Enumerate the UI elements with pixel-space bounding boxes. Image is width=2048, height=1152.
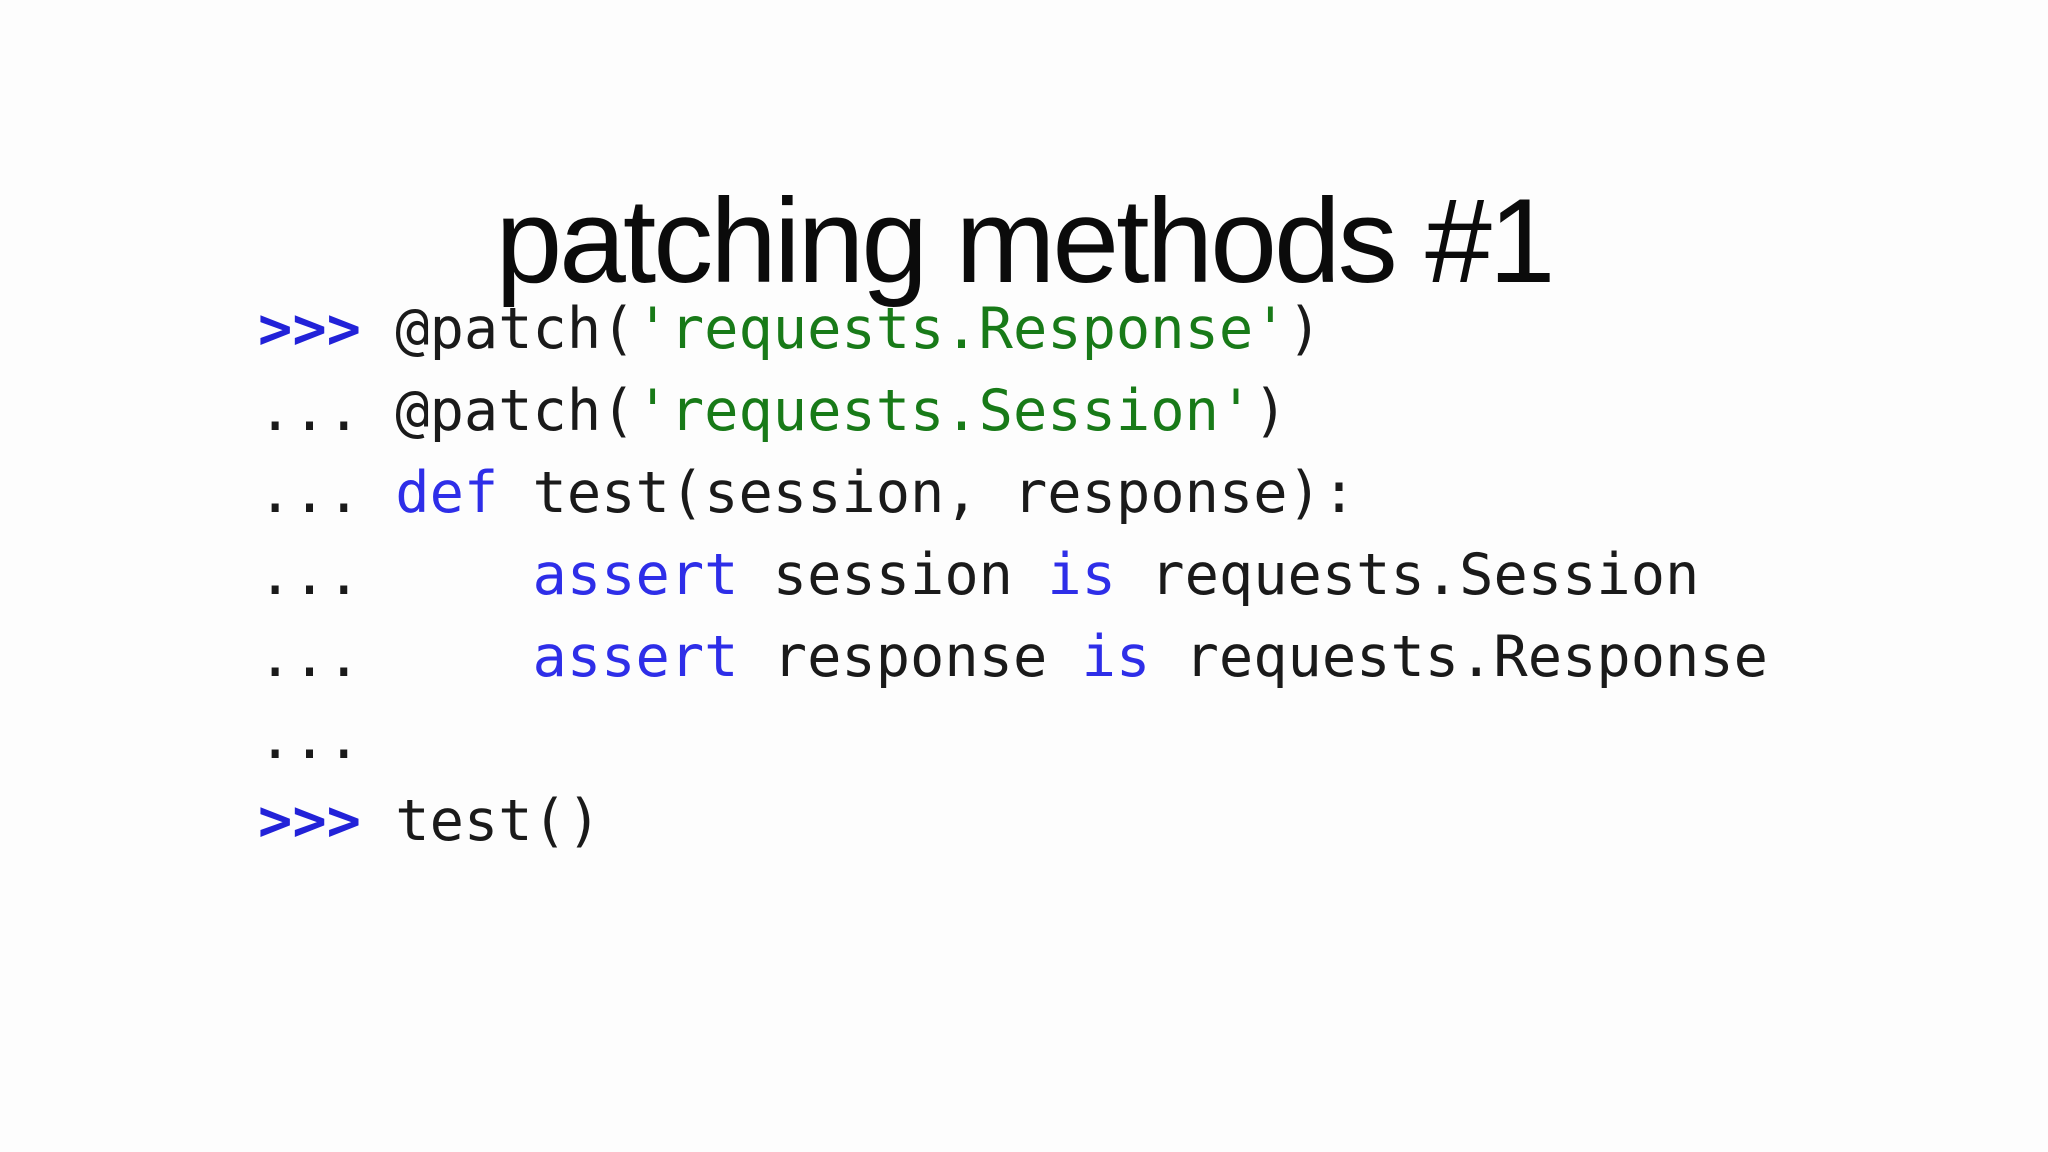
code-segment-plain: ... [258, 706, 361, 772]
code-segment-plain: ) [1253, 378, 1288, 444]
code-segment-plain: ... [258, 624, 533, 690]
code-line: ... [258, 698, 1768, 780]
code-block: >>> @patch('requests.Response')... @patc… [258, 288, 1768, 862]
code-line: >>> test() [258, 780, 1768, 862]
code-line: ... @patch('requests.Session') [258, 370, 1768, 452]
code-segment-prompt: >>> [258, 788, 396, 854]
code-segment-plain: session [738, 542, 1048, 608]
code-segment-keyword: def [395, 460, 499, 526]
code-segment-plain: requests.Response [1150, 624, 1768, 690]
code-segment-plain: ) [1287, 296, 1322, 362]
code-segment-string: 'requests.Session' [635, 378, 1254, 444]
code-segment-prompt: >>> [258, 296, 396, 362]
code-line: ... assert response is requests.Response [258, 616, 1768, 698]
code-segment-keyword: assert [532, 624, 739, 690]
code-segment-plain: test() [395, 788, 602, 854]
code-segment-plain: response [738, 624, 1082, 690]
code-segment-plain: @patch( [395, 296, 636, 362]
code-line: >>> @patch('requests.Response') [258, 288, 1768, 370]
code-segment-keyword: is [1081, 624, 1151, 690]
code-segment-plain: ... [258, 542, 533, 608]
code-segment-plain: requests.Session [1115, 542, 1700, 608]
page-title: patching methods #1 [495, 174, 1555, 309]
code-line: ... def test(session, response): [258, 452, 1768, 534]
code-line: ... assert session is requests.Session [258, 534, 1768, 616]
code-segment-string: 'requests.Response' [635, 296, 1288, 362]
code-segment-keyword: assert [532, 542, 739, 608]
code-segment-plain: test(session, response): [498, 460, 1357, 526]
code-segment-keyword: is [1047, 542, 1116, 608]
code-segment-plain: ... [258, 460, 396, 526]
code-segment-plain: ... @patch( [258, 378, 636, 444]
